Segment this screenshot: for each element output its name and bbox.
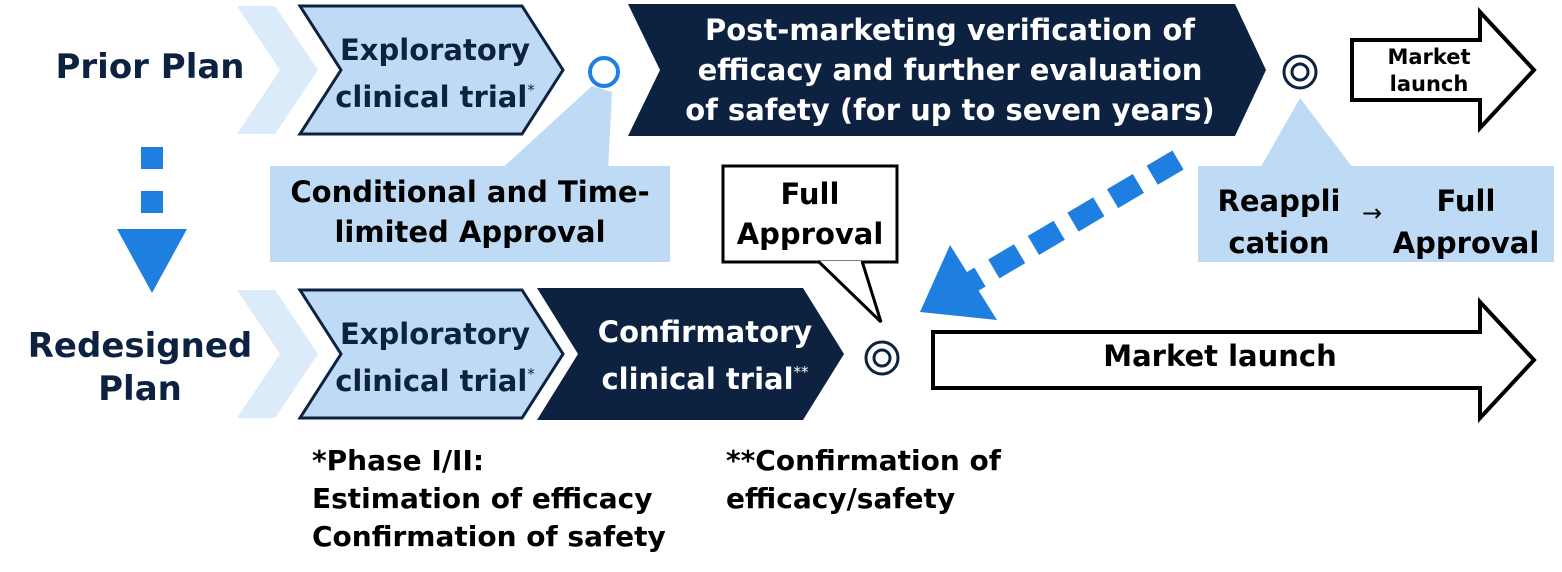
redesigned-exploratory-line1: Exploratory (339, 317, 530, 351)
prior-full-approval-line2: Approval (1392, 226, 1540, 260)
confirmation-note-line2: efficacy/safety (726, 481, 956, 515)
conditional-approval-box (270, 166, 670, 262)
conditional-approval-label: Conditional and Time- limited Approval (270, 172, 670, 252)
prior-full-approval-marker-inner (1290, 62, 1310, 82)
full-approval-callout-box (721, 164, 899, 264)
prior-exploratory-label: Exploratory clinical trial* (325, 30, 545, 117)
reapplication-label: Reappli cation (1204, 180, 1354, 264)
conditional-line2: limited Approval (334, 215, 606, 249)
redesigned-exploratory-line2: clinical trial (335, 364, 528, 398)
confirmation-note: **Confirmation of efficacy/safety (726, 442, 1001, 518)
phase-note: *Phase I/II: Estimation of efficacy Conf… (312, 442, 666, 555)
reapplication-callout-pointer (1258, 98, 1356, 172)
redesigned-market-launch-arrow (931, 296, 1537, 424)
postmarketing-chevron (628, 4, 1266, 136)
confirmatory-mark: ** (793, 363, 809, 381)
reapplication-line1: Reappli (1217, 184, 1341, 218)
phase-note-line2: Estimation of efficacy (312, 481, 653, 515)
reapplication-box (1198, 166, 1554, 262)
transition-arrow-dash-1 (141, 147, 163, 169)
reapplication-line2: cation (1228, 226, 1330, 260)
confirmation-note-line1: **Confirmation of (726, 444, 1001, 477)
prior-market-launch-line1: Market (1387, 45, 1471, 69)
diagonal-dashed-arrow-head (920, 245, 997, 320)
prior-full-approval-line1: Full (1436, 184, 1496, 218)
redesigned-full-approval-label: Full Approval (723, 174, 897, 254)
transition-arrow-dash-2 (141, 191, 163, 213)
redesigned-exploratory-mark: * (527, 365, 535, 383)
redesigned-market-launch-label: Market launch (1103, 339, 1337, 373)
postmarketing-line1: Post-marketing verification of (705, 13, 1195, 47)
confirmatory-label: Confirmatory clinical trial** (580, 312, 830, 399)
redesigned-full-approval-marker-inner (872, 348, 892, 368)
prior-start-chevron (237, 6, 318, 134)
full-approval-callout-pointer-edge (816, 259, 883, 324)
prior-full-approval-label: Full Approval (1386, 180, 1546, 264)
prior-market-launch-label: Market launch (1356, 44, 1502, 98)
redesigned-exploratory-chevron (297, 288, 565, 420)
prior-plan-label: Prior Plan (55, 47, 245, 87)
reapplication-arrow-icon: → (1361, 199, 1383, 227)
postmarketing-label: Post-marketing verification of efficacy … (650, 10, 1250, 130)
redesigned-full-approval-line2: Approval (736, 217, 884, 251)
prior-market-launch-line2: launch (1389, 72, 1469, 96)
transition-arrow-head (117, 229, 187, 293)
prior-market-launch-arrow (1350, 6, 1537, 134)
conditional-callout-pointer (498, 86, 612, 172)
redesigned-plan-label-line1: Redesigned (27, 326, 253, 366)
phase-note-line3: Confirmation of safety (312, 519, 666, 553)
redesigned-plan-label-line2: Plan (98, 368, 182, 409)
confirmatory-line2: clinical trial (601, 362, 794, 396)
conditional-line1: Conditional and Time- (290, 175, 650, 209)
redesigned-exploratory-label: Exploratory clinical trial* (325, 314, 545, 401)
postmarketing-line2: efficacy and further evaluation (697, 53, 1203, 87)
phase-note-line1: *Phase I/II: (312, 444, 485, 477)
redesigned-full-approval-line1: Full (780, 177, 840, 211)
confirmatory-line1: Confirmatory (597, 315, 813, 349)
confirmatory-chevron (537, 288, 844, 420)
redesigned-start-chevron (237, 290, 318, 418)
diagonal-dashed-arrow-shaft (964, 150, 1184, 293)
conditional-approval-marker (588, 56, 620, 88)
postmarketing-line3: of safety (for up to seven years) (685, 93, 1215, 127)
prior-exploratory-mark: * (527, 81, 535, 99)
prior-exploratory-chevron (297, 4, 565, 136)
redesigned-plan-label: Redesigned Plan (10, 325, 270, 410)
prior-exploratory-line2: clinical trial (335, 80, 528, 114)
prior-exploratory-line1: Exploratory (339, 33, 530, 67)
